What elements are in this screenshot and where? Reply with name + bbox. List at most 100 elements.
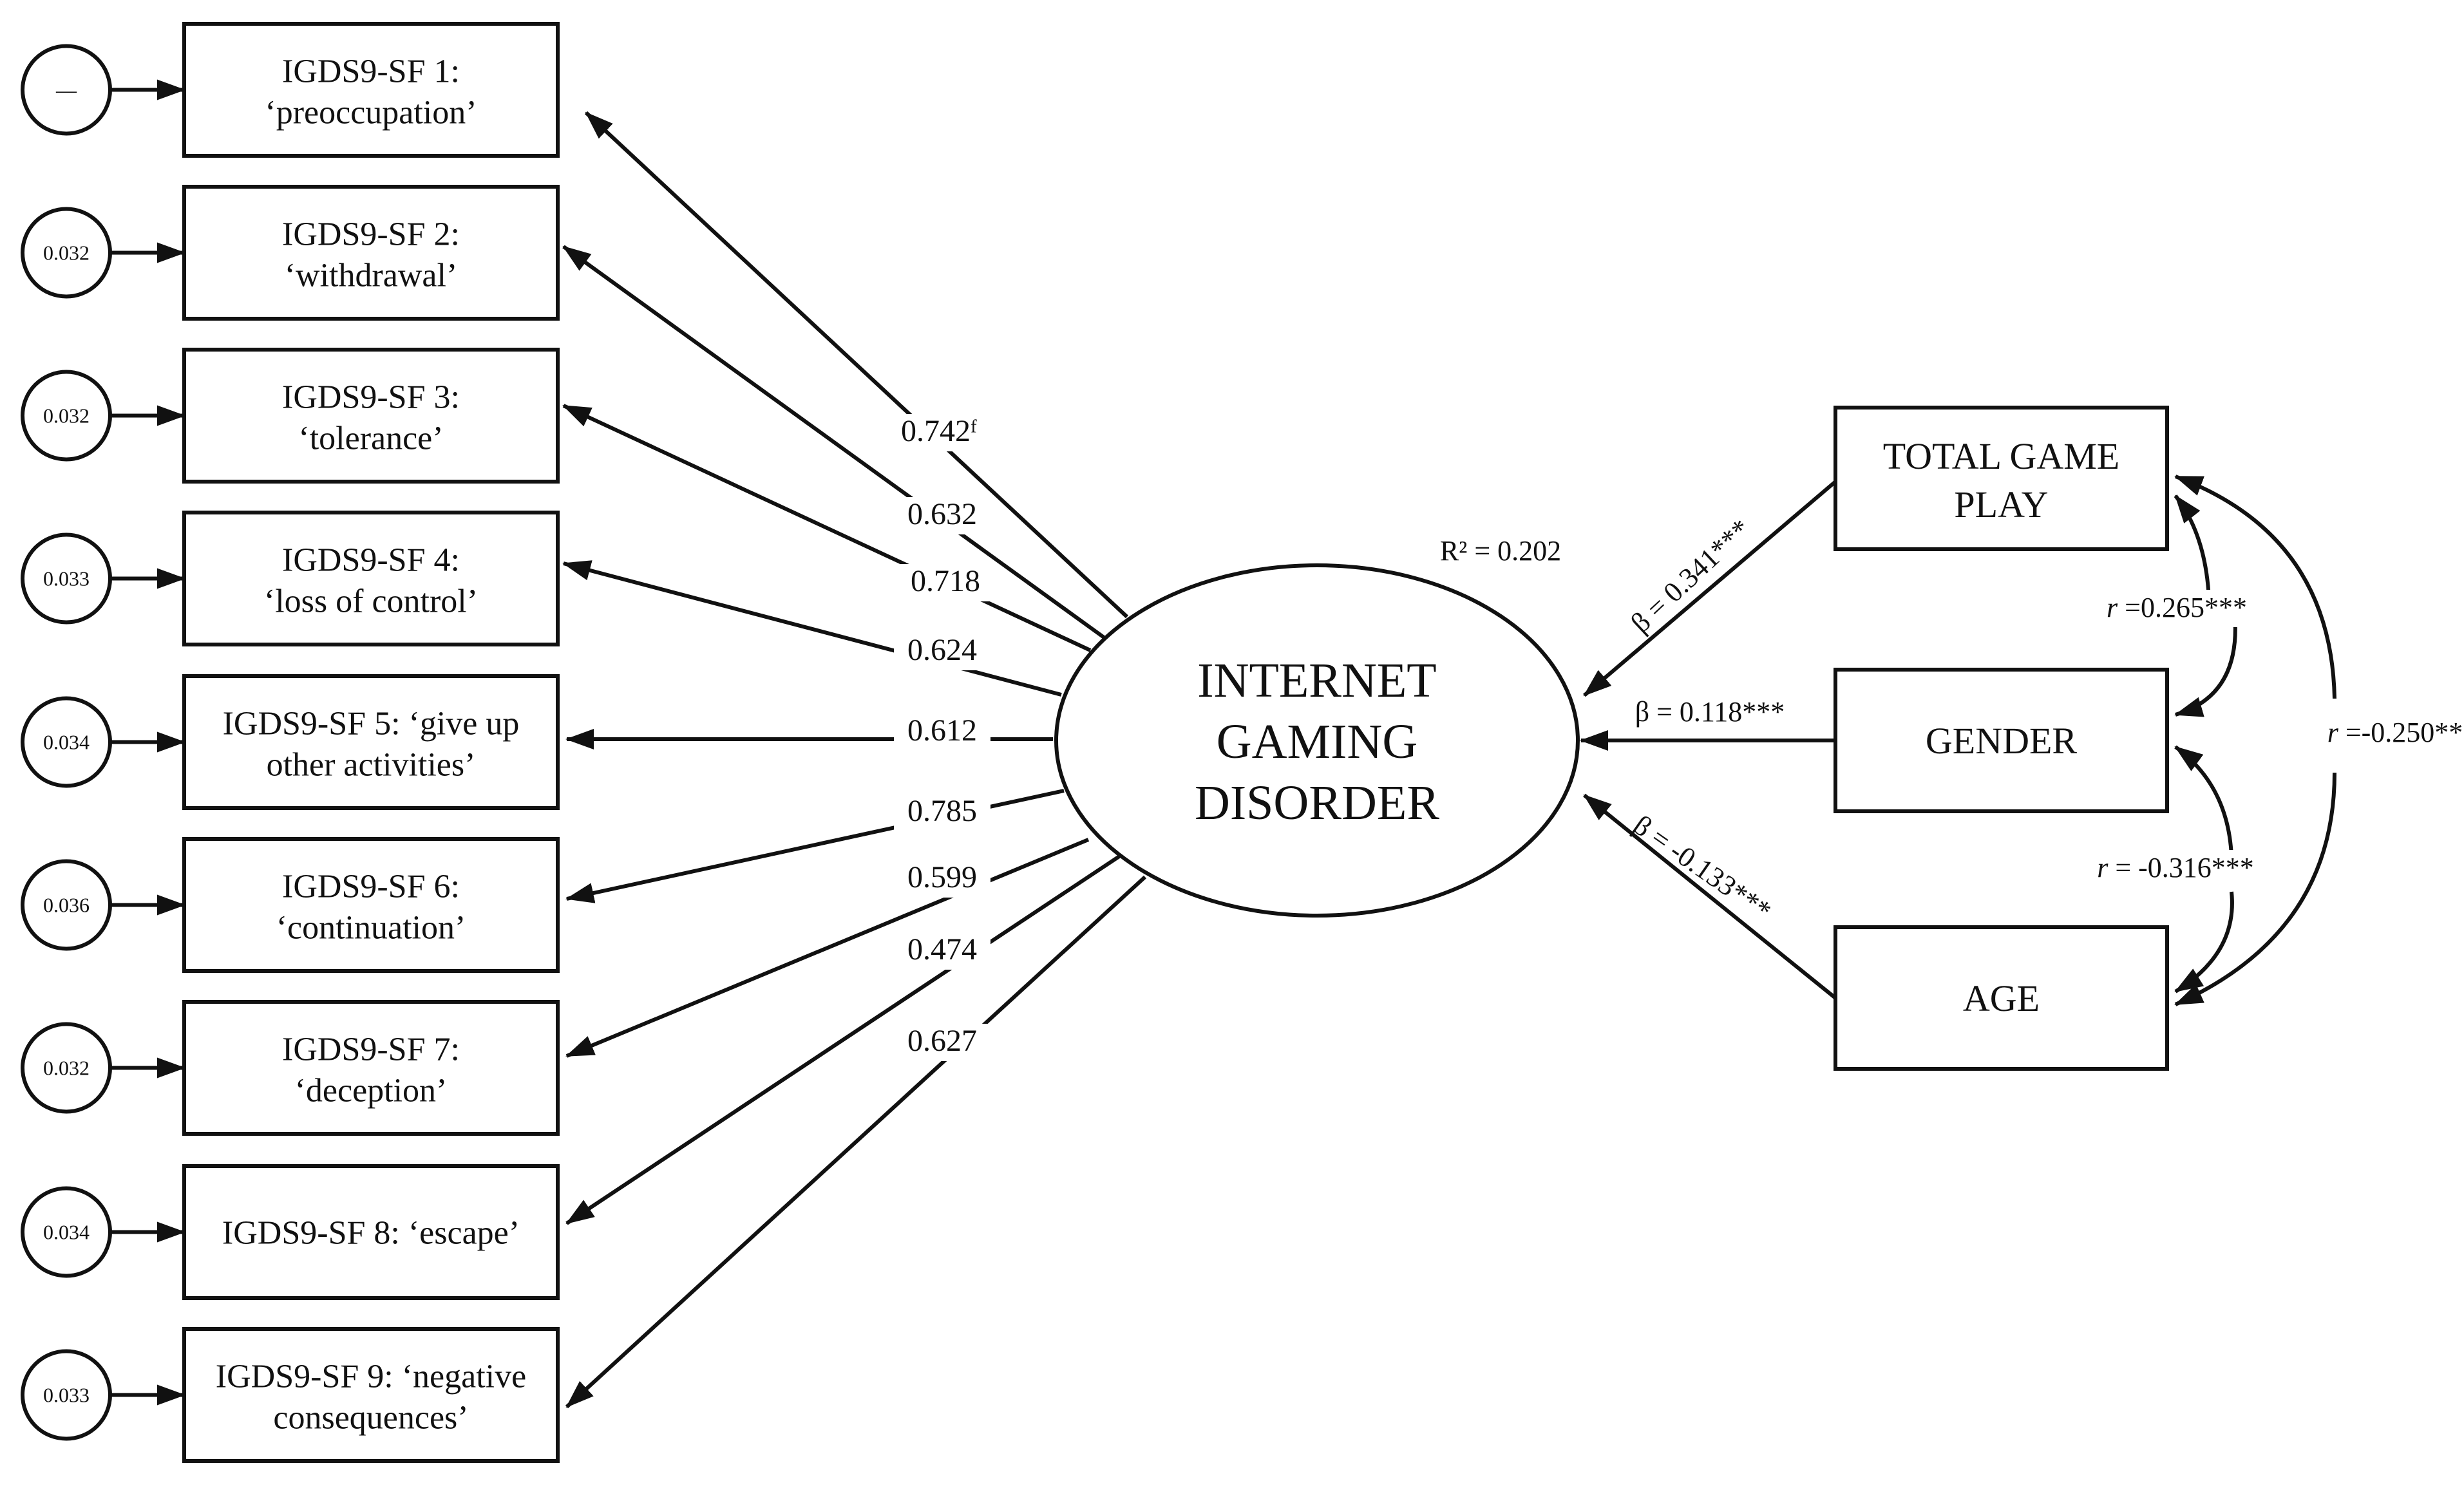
correlation-symbol: r: [2327, 717, 2339, 748]
loading-label-bg: [894, 932, 990, 970]
latent-ellipse: [1054, 563, 1580, 918]
loading-label: 0.624: [907, 633, 977, 667]
indicator-item-4: 0.033 IGDS9-SF 4: ‘loss of control’: [21, 511, 560, 646]
indicator-label-line-2: ‘loss of control’: [264, 583, 478, 620]
indicator-box: [182, 185, 560, 321]
indicator-item-1: — IGDS9-SF 1: ‘preoccupation’: [21, 22, 560, 158]
r-squared-label: R² = 0.202: [1440, 535, 1561, 567]
loading-arrow: [562, 560, 1062, 697]
indicator-box: [182, 1327, 560, 1463]
indicator-item-2: 0.032 IGDS9-SF 2: ‘withdrawal’: [21, 185, 560, 321]
correlation-value: =0.265***: [2118, 592, 2247, 623]
predictor-box: [1834, 925, 2169, 1071]
correlation-arrow-head-tgp-3: [2174, 475, 2336, 699]
correlation-arrow-head-tgp-1: [2174, 494, 2211, 599]
correlation-arrow-head-gender-2: [2174, 745, 2233, 857]
loading-label-group: 0.599: [894, 860, 990, 898]
loading-label-group: 0.612: [894, 713, 990, 751]
loading-label-bg: [894, 860, 990, 898]
indicator-label-line-2: ‘preoccupation’: [265, 95, 477, 131]
error-term-value: 0.032: [43, 404, 90, 428]
indicator-label-line-1: IGDS9-SF 3:: [282, 379, 460, 416]
indicator-label-line-1: IGDS9-SF 1:: [282, 53, 460, 90]
regression-arrow: [1583, 793, 1837, 1000]
error-term-value: 0.032: [43, 241, 90, 265]
indicator-label-line-2: ‘continuation’: [276, 910, 466, 946]
loading-label-bg: [894, 713, 990, 751]
error-term-value: 0.033: [43, 567, 90, 590]
error-term-value: 0.032: [43, 1057, 90, 1080]
beta-label: β = 0.341***: [1625, 513, 1757, 639]
error-term-circle: [21, 1022, 112, 1114]
indicator-label-line-2: ‘tolerance’: [298, 420, 443, 457]
error-term-value: 0.036: [43, 894, 90, 917]
loading-label-group: 0.627: [894, 1024, 990, 1061]
error-term-circle: [21, 207, 112, 299]
indicator-box: [182, 1164, 560, 1300]
correlation-label: r = -0.316***: [2097, 852, 2254, 883]
loading-arrow: [562, 404, 1092, 652]
loading-arrow: [562, 245, 1107, 641]
loading-label-bg: [894, 497, 990, 534]
loading-label: 0.742ᶠ: [901, 414, 977, 448]
error-term-circle: [21, 1349, 112, 1441]
correlation-label-bg: [2082, 850, 2269, 887]
error-term-circle: [21, 370, 112, 462]
loading-label: 0.632: [907, 497, 977, 531]
loading-label-group: 0.718: [897, 564, 994, 601]
indicator-item-3: 0.032 IGDS9-SF 3: ‘tolerance’: [21, 348, 560, 484]
loading-label-bg: [894, 633, 990, 670]
indicator-label-line-1: IGDS9-SF 6:: [282, 869, 460, 905]
error-term-circle: [21, 44, 112, 136]
loading-arrow: [584, 111, 1129, 619]
correlation-label: r =0.265***: [2107, 592, 2247, 623]
loading-label-group: 0.742ᶠ: [891, 414, 987, 451]
correlation-arrow-head-age-2: [2174, 891, 2234, 994]
error-term-value: —: [55, 79, 77, 102]
indicator-box: [182, 348, 560, 484]
correlation-label-bg: [2083, 590, 2270, 627]
beta-label: β = 0.118***: [1635, 696, 1785, 728]
indicator-label-line-1: IGDS9-SF 9: ‘negative: [216, 1359, 526, 1395]
latent-label-line-2: GAMING: [1217, 715, 1417, 769]
indicator-item-6: 0.036 IGDS9-SF 6: ‘continuation’: [21, 837, 560, 973]
correlation-value: =-0.250***: [2338, 717, 2464, 748]
error-term-circle: [21, 696, 112, 788]
correlation-label-2: r = -0.316***: [2082, 850, 2269, 887]
indicator-box: [182, 511, 560, 646]
predictor-label: AGE: [1963, 977, 2040, 1019]
beta-label: β = -0.133***: [1627, 809, 1777, 927]
loading-label: 0.612: [907, 713, 977, 748]
predictor-label-line-1: TOTAL GAME: [1883, 435, 2119, 477]
loading-arrow: [565, 875, 1147, 1409]
loading-label-group: 0.474: [894, 932, 990, 970]
correlation-label-3: r =-0.250***: [2309, 715, 2464, 752]
indicator-label-line-2: ‘withdrawal’: [285, 258, 458, 294]
predictor-age: AGE: [1834, 925, 2169, 1071]
indicator-box: [182, 837, 560, 973]
indicator-label-line-2: consequences’: [273, 1400, 468, 1436]
correlation-arrow-head-gender-1: [2174, 614, 2237, 717]
indicator-label-line-1: IGDS9-SF 2:: [282, 216, 460, 253]
predictor-gender: GENDER: [1834, 668, 2169, 813]
correlation-value: = -0.316***: [2108, 852, 2253, 883]
indicator-label-line-1: IGDS9-SF 4:: [282, 542, 460, 579]
loading-arrow: [565, 854, 1121, 1225]
predictor-box: [1834, 668, 2169, 813]
indicator-label-line-2: other activities’: [267, 747, 476, 784]
correlation-symbol: r: [2107, 592, 2118, 623]
loading-label: 0.785: [907, 794, 977, 828]
error-term-circle: [21, 532, 112, 625]
indicator-label-line-2: ‘deception’: [295, 1073, 448, 1109]
indicator-box: [182, 1000, 560, 1136]
loading-label-bg: [894, 1024, 990, 1061]
correlation-arrow-head-age-3: [2174, 772, 2336, 1006]
loading-label: 0.627: [907, 1024, 977, 1058]
loading-arrow: [565, 838, 1090, 1058]
correlation-label: r =-0.250***: [2327, 717, 2464, 748]
correlation-label-1: r =0.265***: [2083, 590, 2270, 627]
